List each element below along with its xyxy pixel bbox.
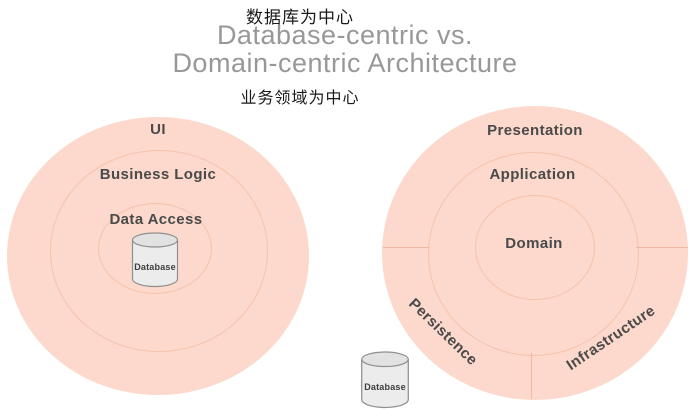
right-database-cylinder: Database	[357, 351, 413, 409]
database-cylinder-icon	[131, 232, 179, 288]
left-middle-ring	[50, 150, 268, 352]
chinese-title-top: 数据库为中心	[246, 8, 354, 27]
chinese-title-bottom: 业务领域为中心	[240, 90, 360, 107]
left-database-label: Database	[134, 262, 176, 273]
right-middle-ring	[428, 152, 639, 356]
right-ring-label-application: Application	[489, 166, 576, 183]
right-ring-label-presentation: Presentation	[487, 122, 583, 139]
left-ring-label-ui: UI	[150, 121, 166, 138]
main-title-line2: Domain-centric Architecture	[172, 48, 518, 78]
sector-divider-right	[636, 247, 688, 248]
left-inner-ring	[98, 203, 212, 294]
database-cylinder-icon	[361, 351, 409, 409]
main-title: Database-centric vs. Domain-centric Arch…	[95, 21, 595, 77]
left-ring-label-business-logic: Business Logic	[99, 166, 217, 183]
left-database-cylinder: Database	[131, 232, 179, 288]
right-inner-ring	[475, 195, 595, 300]
sector-divider-bottom	[531, 353, 532, 399]
sector-divider-left	[383, 247, 429, 248]
left-ring-label-data-access: Data Access	[109, 211, 203, 228]
right-ring-label-domain: Domain	[505, 235, 563, 252]
main-title-line1: Database-centric vs.	[216, 20, 474, 50]
right-database-label: Database	[364, 382, 406, 393]
